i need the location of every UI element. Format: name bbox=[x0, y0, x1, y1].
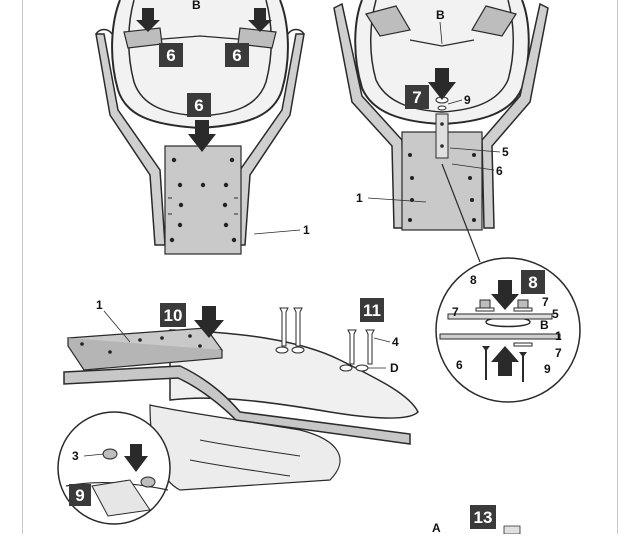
callout-6-detail: 6 bbox=[456, 358, 463, 372]
callout-b-top-right: B bbox=[436, 8, 445, 22]
step-badge-6a: 6 bbox=[166, 46, 175, 65]
down-arrow-center bbox=[188, 120, 216, 152]
callout-b-top-left: B bbox=[192, 0, 201, 12]
callout-7-detail-left: 7 bbox=[452, 305, 459, 319]
mounting-plate bbox=[164, 145, 242, 255]
panel-top-right: 7 B 9 5 6 1 bbox=[333, 0, 549, 263]
callout-1-bottom: 1 bbox=[96, 298, 103, 312]
down-arrow-left bbox=[136, 8, 160, 32]
callout-4-bottom: 4 bbox=[392, 335, 399, 349]
callout-3-bottom: 3 bbox=[72, 449, 79, 463]
step-badge-8: 8 bbox=[528, 273, 537, 292]
callout-8-detail: 8 bbox=[470, 273, 477, 287]
callout-1-top-right: 1 bbox=[356, 191, 363, 205]
callout-9-top: 9 bbox=[464, 93, 471, 107]
callout-7-detail-right: 7 bbox=[542, 295, 549, 309]
step-badge-9: 9 bbox=[75, 486, 84, 505]
detail-circle: 8 8 7 7 5 B 1 7 6 9 bbox=[435, 257, 581, 403]
step-badge-6c: 6 bbox=[194, 96, 203, 115]
panel-bottom: 10 11 1 4 D 9 3 A 13 bbox=[57, 298, 521, 535]
page-edge-right bbox=[617, 0, 618, 534]
callout-1-detail: 1 bbox=[555, 329, 562, 343]
callout-5-top: 5 bbox=[502, 145, 509, 159]
callout-a-bottom: A bbox=[432, 521, 441, 534]
step-badge-7: 7 bbox=[412, 88, 421, 107]
callout-6-top: 6 bbox=[496, 164, 503, 178]
callout-1-top-left: 1 bbox=[303, 223, 310, 237]
callout-5-detail: 5 bbox=[552, 307, 559, 321]
down-arrow-right bbox=[248, 8, 272, 32]
callout-b-detail: B bbox=[540, 318, 549, 332]
page-edge-left bbox=[22, 0, 23, 534]
callout-7-detail-lower: 7 bbox=[555, 346, 562, 360]
step-badge-6b: 6 bbox=[232, 46, 241, 65]
callout-9-detail: 9 bbox=[544, 362, 551, 376]
step-badge-10: 10 bbox=[164, 306, 183, 325]
panel-top-left: 6 6 6 B 1 bbox=[95, 0, 310, 255]
step-badge-11: 11 bbox=[363, 301, 381, 320]
step-badge-13: 13 bbox=[474, 508, 493, 527]
callout-d-bottom: D bbox=[390, 361, 399, 375]
